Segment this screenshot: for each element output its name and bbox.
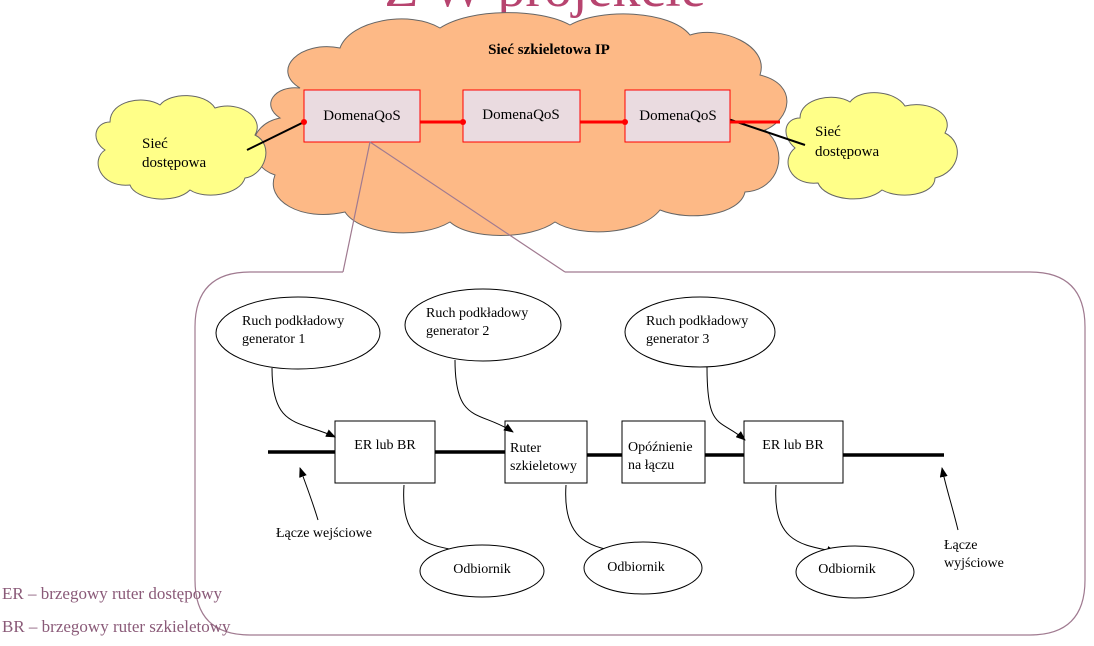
backbone-title: Sieć szkieletowa IP <box>488 42 610 58</box>
data-path <box>268 450 944 457</box>
qos-domain-1[interactable] <box>303 89 421 143</box>
link-dot-2 <box>460 119 466 125</box>
input-link-label: Łącze wejściowe <box>276 526 372 541</box>
input-link-arrow <box>299 467 319 521</box>
qos-domain-2-label: DomenaQoS <box>482 107 560 123</box>
router-box[interactable] <box>504 420 588 484</box>
receiver-1-label: Odbiornik <box>453 562 511 577</box>
output-link-label-line2: wyjściowe <box>944 556 1004 571</box>
delay-box-line1: Opóźnienie <box>628 440 693 455</box>
generator-1-line1: Ruch podkładowy <box>242 314 344 329</box>
delay-box-line2: na łączu <box>628 458 674 473</box>
generator-3-line1: Ruch podkładowy <box>646 314 748 329</box>
legend-br: BR – brzegowy ruter szkieletowy <box>2 617 231 636</box>
receiver-2-label: Odbiornik <box>607 560 665 575</box>
access-right-line1: Sieć <box>815 124 841 140</box>
router-box-line2: szkieletowy <box>510 459 577 474</box>
generator-2-line2: generator 2 <box>426 324 489 339</box>
receiver-3 <box>795 545 915 599</box>
generator-1-line2: generator 1 <box>242 332 305 347</box>
access-cloud-right <box>785 92 958 200</box>
qos-domain-3-label: DomenaQoS <box>639 108 717 124</box>
qos-domain-3[interactable] <box>624 89 731 143</box>
generator-3 <box>624 296 776 368</box>
qos-domain-2[interactable] <box>462 89 581 143</box>
generator-2 <box>404 288 562 362</box>
er-br-box-1-label: ER lub BR <box>354 438 416 453</box>
output-link-label-line1: Łącze <box>944 538 977 553</box>
access-right-line2: dostępowa <box>815 144 879 160</box>
delay-box[interactable] <box>621 420 706 484</box>
receiver-2 <box>583 541 703 595</box>
receiver-arrows <box>403 484 837 556</box>
callout-frame <box>194 141 1086 636</box>
receiver-1 <box>419 544 545 598</box>
access-cloud-left <box>95 95 267 200</box>
legend-er: ER – brzegowy ruter dostępowy <box>2 584 223 603</box>
link-access-left <box>246 121 305 151</box>
er-br-box-2[interactable] <box>743 420 844 484</box>
qos-domain-1-label: DomenaQoS <box>323 108 401 124</box>
access-left-line2: dostępowa <box>142 155 206 171</box>
generator-1 <box>215 296 381 370</box>
er-br-box-2-label: ER lub BR <box>762 438 824 453</box>
receiver-3-label: Odbiornik <box>818 562 876 577</box>
access-left-line1: Sieć <box>142 136 168 152</box>
link-dot-1 <box>301 119 307 125</box>
router-box-line1: Ruter <box>510 441 541 456</box>
generator-2-line1: Ruch podkładowy <box>426 306 528 321</box>
generator-3-line2: generator 3 <box>646 332 709 347</box>
generator-arrows <box>271 359 746 441</box>
er-br-box-1[interactable] <box>334 420 436 484</box>
output-link-arrow <box>939 467 959 531</box>
link-dot-3 <box>622 119 628 125</box>
